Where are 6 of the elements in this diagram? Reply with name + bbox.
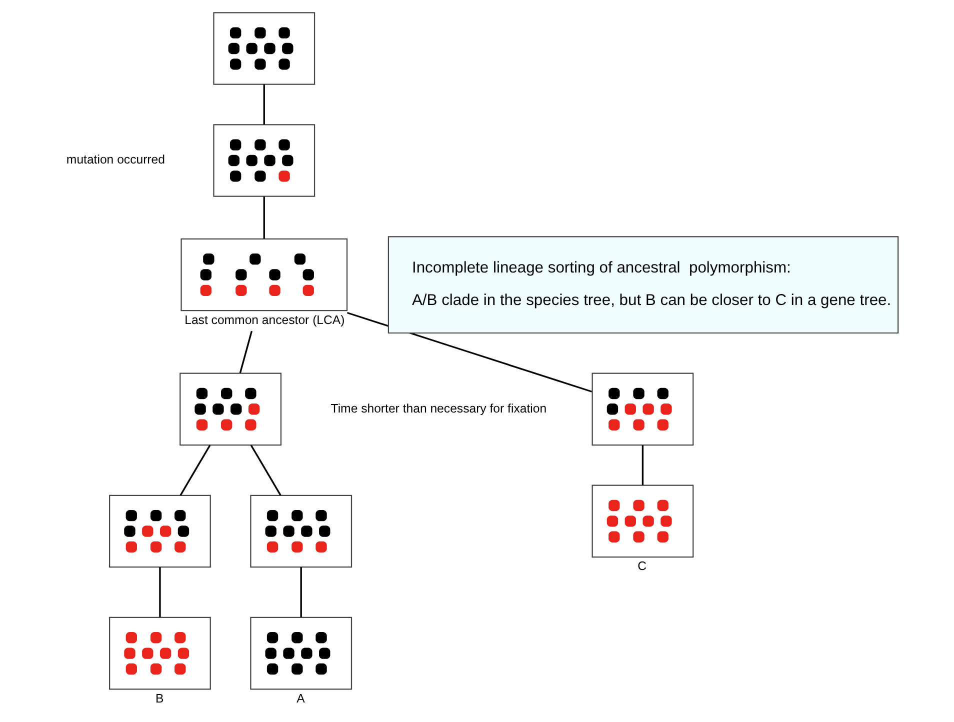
- node-label: B: [154, 691, 164, 706]
- node-label: A: [296, 691, 304, 706]
- node-label: C: [637, 559, 646, 574]
- node-label: Last common ancestor (LCA): [184, 312, 344, 327]
- label: mutation occurred: [66, 152, 165, 167]
- label: Time shorter than necessary for fixation: [330, 401, 546, 416]
